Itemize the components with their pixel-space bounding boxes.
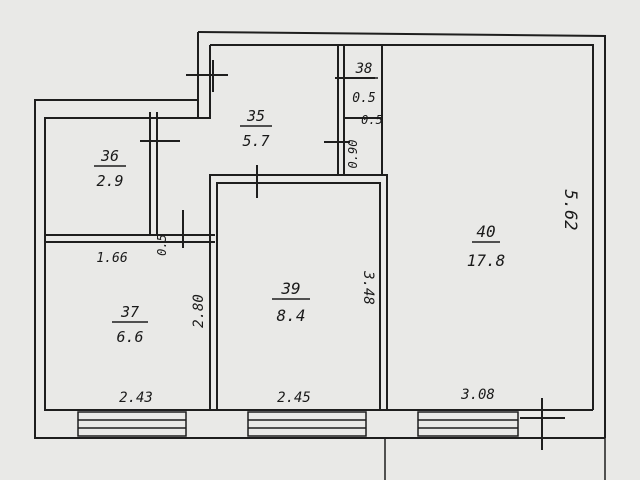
room-38-number: 38 [355, 61, 373, 77]
room-39-number: 39 [280, 279, 300, 298]
partition [209, 174, 388, 410]
room-35-number: 35 [246, 107, 265, 125]
inner-wall-line [44, 45, 593, 411]
dim-room-39-width: 2.45 [277, 390, 311, 406]
partition [216, 182, 381, 410]
dim-room-40-depth: 5.62 [560, 190, 580, 231]
dim-room-38-door: 0.90 [346, 140, 360, 169]
window [247, 411, 367, 437]
outer-wall-line [197, 31, 606, 438]
fraction-bars [94, 77, 500, 323]
dim-room-37-depth: 2.80 [191, 294, 207, 328]
room-40-area: 17.8 [467, 251, 506, 270]
room-35-area: 5.7 [242, 132, 269, 150]
outer-wall-line [34, 32, 605, 439]
room-36-number: 36 [100, 147, 119, 165]
window [417, 411, 519, 437]
dim-room-39-depth: 3.48 [360, 270, 376, 305]
room-37-area: 6.6 [116, 328, 143, 346]
dim-room-37-width: 2.43 [119, 390, 153, 406]
room-38-area: 0.5 [352, 91, 376, 106]
windows [77, 411, 606, 480]
dim-doorway: 0.5 [155, 234, 169, 256]
room-39-area: 8.4 [277, 306, 306, 325]
room-37-number: 37 [120, 303, 139, 321]
window [77, 411, 187, 437]
partitions [45, 45, 388, 410]
room-36-area: 2.9 [96, 172, 123, 190]
dim-room-38-depth: 0.5 [361, 113, 383, 127]
dim-room-40-width: 3.08 [460, 387, 495, 403]
room-40-number: 40 [476, 222, 495, 241]
dim-corridor-width: 1.66 [96, 251, 127, 266]
